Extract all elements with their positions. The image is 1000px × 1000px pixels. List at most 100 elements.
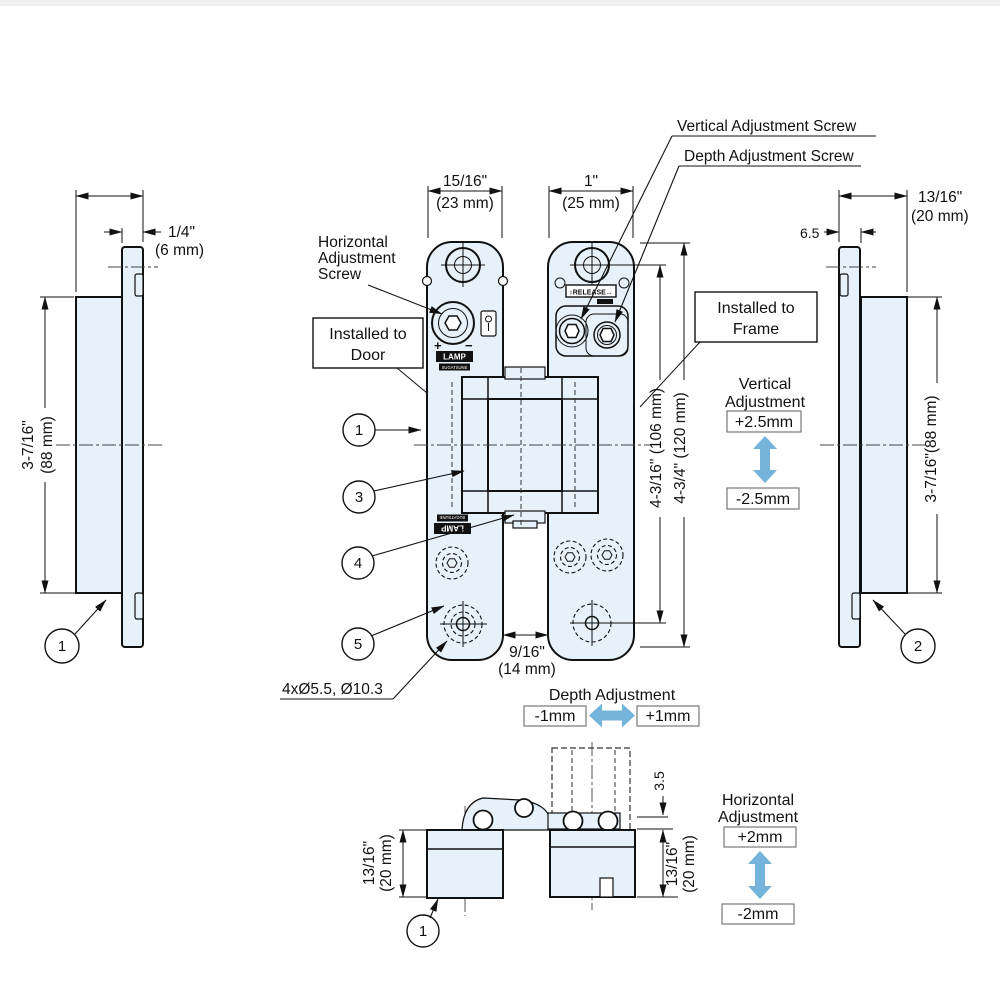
- brand-sub-label: [437, 514, 468, 522]
- brand-text: LAMP: [441, 524, 464, 533]
- callout-4-number: 4: [354, 555, 362, 572]
- hex-socket-icon: [446, 558, 458, 568]
- screw-labels: Vertical Adjustment Screw Depth Adjustme…: [318, 118, 876, 323]
- dim-section-door-depth-in: 13/16": [361, 841, 378, 885]
- installed-to-frame-line1: Installed to: [717, 300, 794, 317]
- hex-socket-icon: [444, 315, 462, 331]
- hole-spec-text: 4xØ5.5, Ø10.3: [282, 681, 383, 698]
- horizontal-plus-box: [723, 826, 797, 848]
- dim-plate-height-in: 3-7/16": [20, 420, 37, 469]
- vertical-minus-value: -2.5mm: [736, 491, 790, 508]
- front-view: + − LAMP SUGATSUNE LAMP SUGATSUNE ↕REL: [280, 118, 876, 700]
- brand-label: [436, 351, 473, 362]
- top-mounting-hole-inner: [454, 256, 472, 274]
- callout-3-number: 3: [355, 489, 363, 506]
- frame-edge-plate: [838, 246, 861, 648]
- callout-leader: [370, 605, 445, 637]
- pivot-pin: [562, 810, 584, 832]
- brand-sub-text: SUGATSUNE: [442, 365, 468, 370]
- link-bridge-top: [504, 366, 546, 380]
- vertical-plus-value: +2.5mm: [735, 414, 793, 431]
- plate-tab: [134, 273, 144, 297]
- vertical-minus-box: [726, 487, 800, 510]
- depth-plus-value: +1mm: [646, 708, 691, 725]
- screenshot-top-edge: [0, 0, 1000, 6]
- vertical-adjust-arrow-icon: [753, 436, 777, 483]
- leader-arrow: [392, 640, 448, 700]
- depth-adjustment-screw: [593, 321, 621, 349]
- dim-door-body-width-mm: (23 mm): [436, 195, 494, 212]
- callout-1-circle: [44, 628, 80, 664]
- horizontal-adjustment-screw-label-2: Adjustment: [318, 250, 396, 267]
- callout-leader: [373, 470, 465, 492]
- depth-adjustment-title: Depth Adjustment: [549, 687, 676, 704]
- side-view-right: 13/16" (20 mm) 6.5 3-7/16"(88 mm) 2: [800, 189, 969, 664]
- callout-2-number: 2: [914, 638, 922, 655]
- label-leader: [396, 367, 428, 394]
- dim-frame-plate-height: 3-7/16"(88 mm): [923, 395, 940, 502]
- hidden-screw-circle: [553, 540, 587, 574]
- brand-label-inverted: LAMP SUGATSUNE: [434, 514, 471, 534]
- horizontal-adjust-arrow-icon: [748, 851, 772, 899]
- hidden-screw-circle-inner: [596, 544, 618, 566]
- brand-sub-text: SUGATSUNE: [439, 515, 465, 520]
- depth-minus-box: [523, 705, 587, 727]
- installed-to-frame-box: [694, 291, 818, 343]
- vertical-adjustment-screw: [558, 317, 586, 345]
- center-link-mechanism: [414, 366, 650, 529]
- plate-tab: [839, 273, 849, 297]
- side-view-left: 1/4" (6 mm) 3-7/16" (88 mm) 1: [20, 190, 204, 664]
- installed-to-door-line2: Door: [351, 347, 386, 364]
- vertical-adjustment-screw-label: Vertical Adjustment Screw: [677, 118, 857, 135]
- horizontal-adjustment-title-2: Adjustment: [718, 809, 799, 826]
- dim-plate-thickness-in: 1/4": [168, 224, 195, 241]
- depth-adjustment-legend: Depth Adjustment -1mm +1mm: [523, 687, 700, 728]
- brand-text: LAMP: [443, 353, 466, 362]
- top-mounting-hole-inner: [583, 256, 601, 274]
- edge-notch: [554, 277, 566, 289]
- installed-to-door-box: [312, 317, 424, 369]
- brand-sub-label: [439, 363, 470, 371]
- callout-1-number: 1: [419, 923, 427, 940]
- callout-4-circle: [341, 546, 375, 580]
- top-mounting-hole: [445, 247, 481, 283]
- door-edge-plate: [121, 246, 144, 648]
- callout-leader: [371, 514, 515, 557]
- vertical-adjustment-legend: Vertical Adjustment +2.5mm -2.5mm: [725, 376, 806, 510]
- callout-2-circle: [900, 628, 936, 664]
- hex-socket-icon: [599, 327, 615, 343]
- depth-adjust-arrow-icon: [589, 703, 635, 728]
- dim-frame-body-width-in: 1": [584, 173, 598, 190]
- bottom-mounting-hole: [455, 616, 471, 632]
- leader-arrow: [580, 135, 673, 320]
- dim-door-body-width-in: 15/16": [443, 173, 487, 190]
- hex-socket-icon: [601, 550, 613, 560]
- depth-adjustment-screw-label: Depth Adjustment Screw: [684, 148, 855, 165]
- dim-section-frame-depth-mm: (20 mm): [681, 835, 698, 893]
- plus-mark: +: [434, 338, 442, 353]
- minus-mark: −: [465, 338, 473, 353]
- pivot-pin: [472, 809, 494, 831]
- door-body-details: + − LAMP SUGATSUNE LAMP SUGATSUNE: [421, 243, 509, 647]
- edge-notch: [421, 275, 433, 287]
- dim-section-offset: 3.5: [651, 771, 667, 791]
- horizontal-adjustment-screw-ring: [438, 308, 468, 338]
- brand-label: [434, 523, 471, 534]
- callout-1-number: 1: [58, 638, 66, 655]
- horizontal-adjustment-legend: Horizontal Adjustment +2mm -2mm: [718, 792, 799, 925]
- hex-socket-icon: [564, 323, 580, 339]
- vertical-adjustment-title-1: Vertical: [739, 376, 791, 393]
- callout-3-circle: [342, 480, 376, 514]
- dim-plate-thickness-mm: (6 mm): [155, 242, 204, 259]
- plate-tab: [851, 592, 861, 620]
- leader-arrow: [614, 165, 680, 323]
- latch-tab: [597, 299, 613, 304]
- dim-bottom-gap-in: 9/16": [509, 644, 545, 661]
- bottom-mounting-hole-mid: [450, 611, 476, 637]
- hex-socket-icon: [564, 552, 576, 562]
- dim-bottom-gap-mm: (14 mm): [498, 661, 556, 678]
- release-label-text: ↕RELEASE↔: [569, 290, 613, 297]
- door-side-body-section: [426, 829, 504, 899]
- dim-body-height: 4-3/4" (120 mm): [672, 392, 689, 503]
